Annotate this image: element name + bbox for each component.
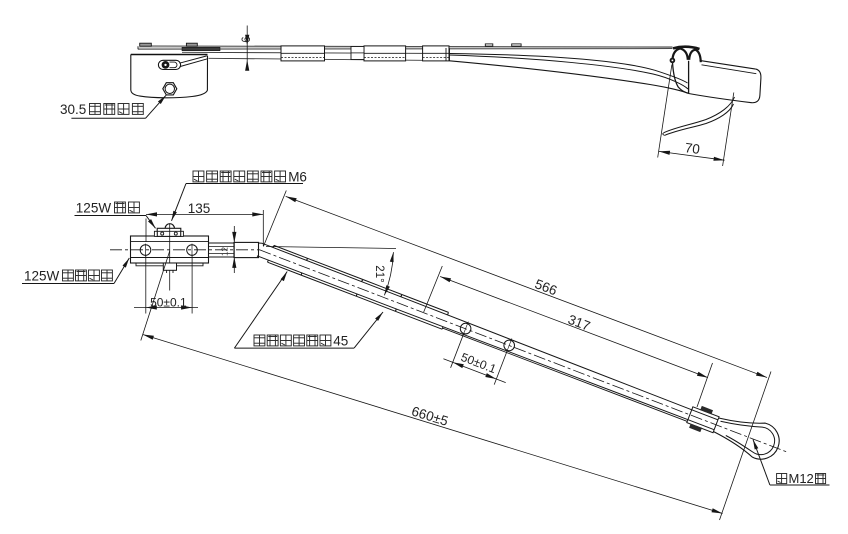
svg-text:30.5: 30.5: [60, 102, 86, 117]
svg-text:M6: M6: [288, 170, 307, 185]
svg-text:50±0.1: 50±0.1: [150, 296, 187, 310]
svg-text:12: 12: [221, 247, 230, 256]
svg-text:135: 135: [188, 201, 211, 216]
svg-text:70: 70: [684, 140, 701, 157]
svg-text:45: 45: [333, 334, 348, 349]
svg-text:6: 6: [241, 36, 253, 42]
svg-text:566: 566: [533, 276, 559, 298]
svg-text:317: 317: [566, 312, 592, 334]
svg-text:M12: M12: [789, 471, 814, 486]
svg-text:125W: 125W: [76, 201, 112, 216]
svg-text:125W: 125W: [24, 269, 60, 284]
svg-text:21°: 21°: [373, 265, 385, 282]
